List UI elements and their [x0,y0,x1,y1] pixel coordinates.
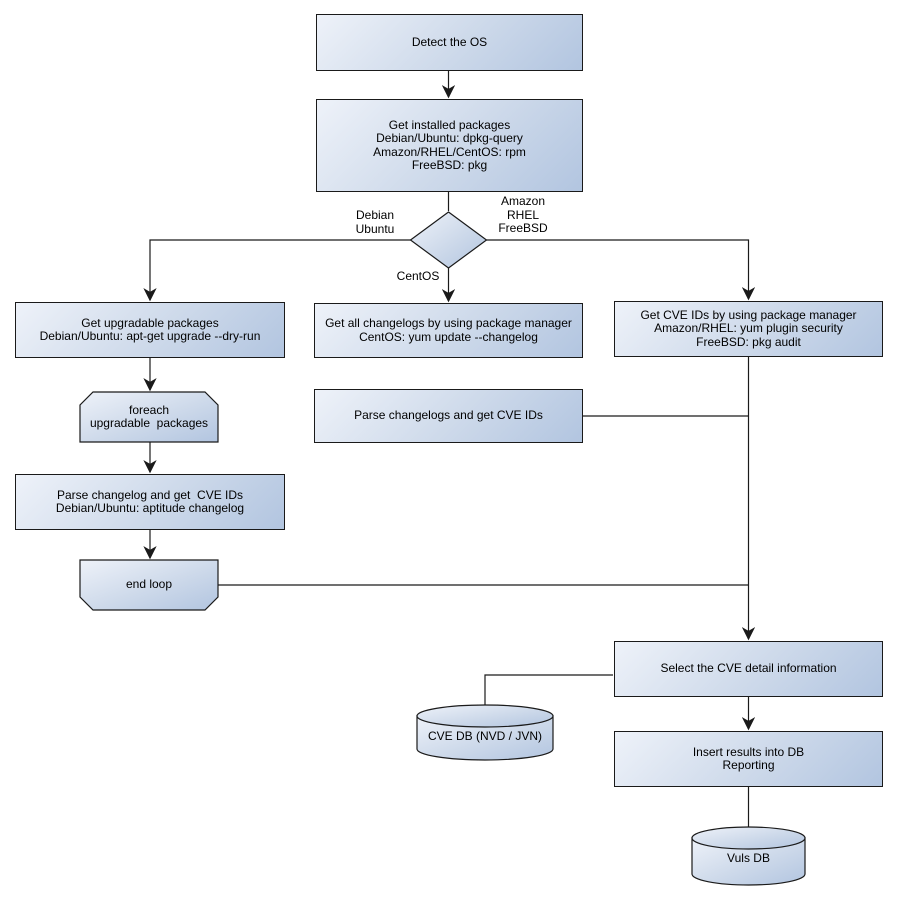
vuls-db-cylinder [691,826,806,886]
node-get-installed-packages-label: Get installed packages Debian/Ubuntu: dp… [373,117,526,172]
foreach-loop-shape [79,391,219,443]
node-get-all-changelogs: Get all changelogs by using package mana… [314,303,583,358]
node-parse-changelogs: Parse changelogs and get CVE IDs [314,389,583,443]
node-parse-changelog: Parse changelog and get CVE IDs Debian/U… [15,474,285,530]
edge-decision-to-getcveids [486,239,756,301]
node-get-upgradable-packages: Get upgradable packages Debian/Ubuntu: a… [15,302,285,358]
node-get-all-changelogs-label: Get all changelogs by using package mana… [325,316,572,344]
node-end-loop-label: end loop [125,577,173,592]
node-select-cve-detail-label: Select the CVE detail information [660,661,837,676]
node-get-cve-ids: Get CVE IDs by using package manager Ama… [614,301,883,357]
node-parse-changelog-label: Parse changelog and get CVE IDs Debian/U… [55,487,245,515]
node-parse-changelogs-label: Parse changelogs and get CVE IDs [354,408,543,423]
cve-db-cylinder [416,704,554,761]
node-detect-os: Detect the OS [316,14,583,71]
edge-label-amazon-rhel-freebsd: Amazon RHEL FreeBSD [498,194,548,235]
end-loop-shape [79,559,219,611]
node-insert-results: Insert results into DB Reporting [614,731,883,787]
os-decision-diamond [409,211,488,269]
node-vuls-db-label: Vuls DB [727,851,770,866]
edge-label-debian-ubuntu: Debian Ubuntu [355,208,395,236]
node-get-cve-ids-label: Get CVE IDs by using package manager Ama… [640,307,857,349]
node-get-upgradable-packages-label: Get upgradable packages Debian/Ubuntu: a… [39,315,261,343]
node-get-installed-packages: Get installed packages Debian/Ubuntu: dp… [316,99,583,192]
node-select-cve-detail: Select the CVE detail information [614,641,883,697]
edge-decision-to-upgradable [143,239,411,302]
node-cve-db-label: CVE DB (NVD / JVN) [427,729,542,744]
node-detect-os-label: Detect the OS [411,34,488,49]
node-insert-results-label: Insert results into DB Reporting [692,744,805,772]
edge-label-centos: CentOS [396,269,440,283]
edge-cvedb-to-select [484,674,613,705]
node-foreach-loop-label: foreach upgradable packages [89,402,209,430]
